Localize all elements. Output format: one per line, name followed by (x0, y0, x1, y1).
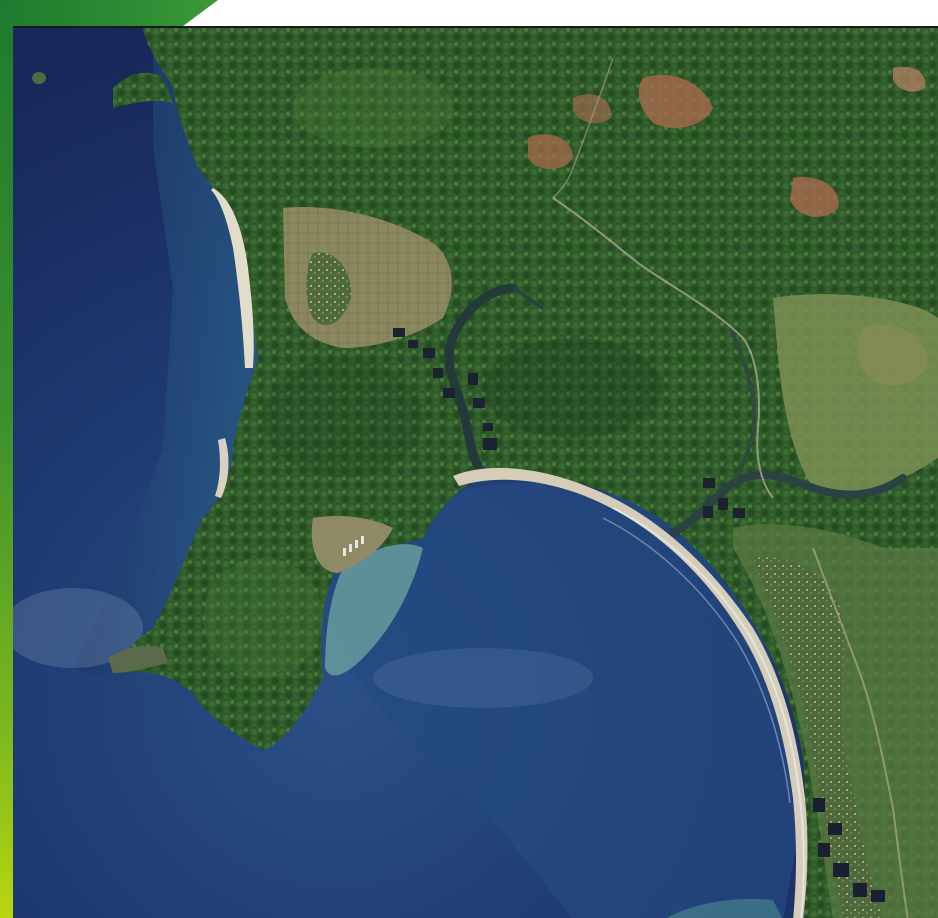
forest-dark (483, 338, 663, 438)
forest-dark (263, 358, 423, 478)
south-reef (666, 898, 782, 918)
bare-soil (528, 134, 573, 170)
river-north-branch (512, 286, 544, 310)
southwest-cape (108, 646, 168, 673)
bare-soil (573, 94, 612, 124)
left-accent-band (0, 0, 13, 918)
road (552, 197, 774, 499)
peninsula-clearing (311, 516, 393, 573)
satellite-map (13, 26, 938, 918)
village-east (753, 557, 883, 918)
road (552, 57, 614, 199)
forest-light (203, 558, 323, 678)
bare-soil (790, 177, 839, 217)
building-cluster (343, 536, 364, 556)
river-north (444, 283, 518, 481)
fish-ponds-south (813, 798, 885, 902)
river-east-upper (729, 327, 757, 485)
surf-line (612, 507, 805, 918)
west-beach-south (215, 438, 229, 498)
satellite-image (13, 28, 938, 918)
haze (373, 648, 593, 708)
fish-ponds-north (393, 328, 497, 450)
haze (13, 588, 143, 668)
north-headland (113, 72, 173, 108)
bay-shallow-water (333, 482, 803, 918)
reef-flat (325, 544, 423, 676)
fish-ponds-east (703, 478, 745, 518)
islet (32, 72, 46, 84)
west-beach (211, 188, 254, 368)
east-fields (773, 294, 938, 492)
bare-soil (893, 66, 926, 92)
surf-line-outer (602, 517, 791, 804)
forest-light (293, 68, 453, 148)
road (812, 547, 909, 918)
corner-accent-band (0, 0, 218, 26)
village (306, 252, 352, 326)
bare-soil (638, 74, 713, 128)
